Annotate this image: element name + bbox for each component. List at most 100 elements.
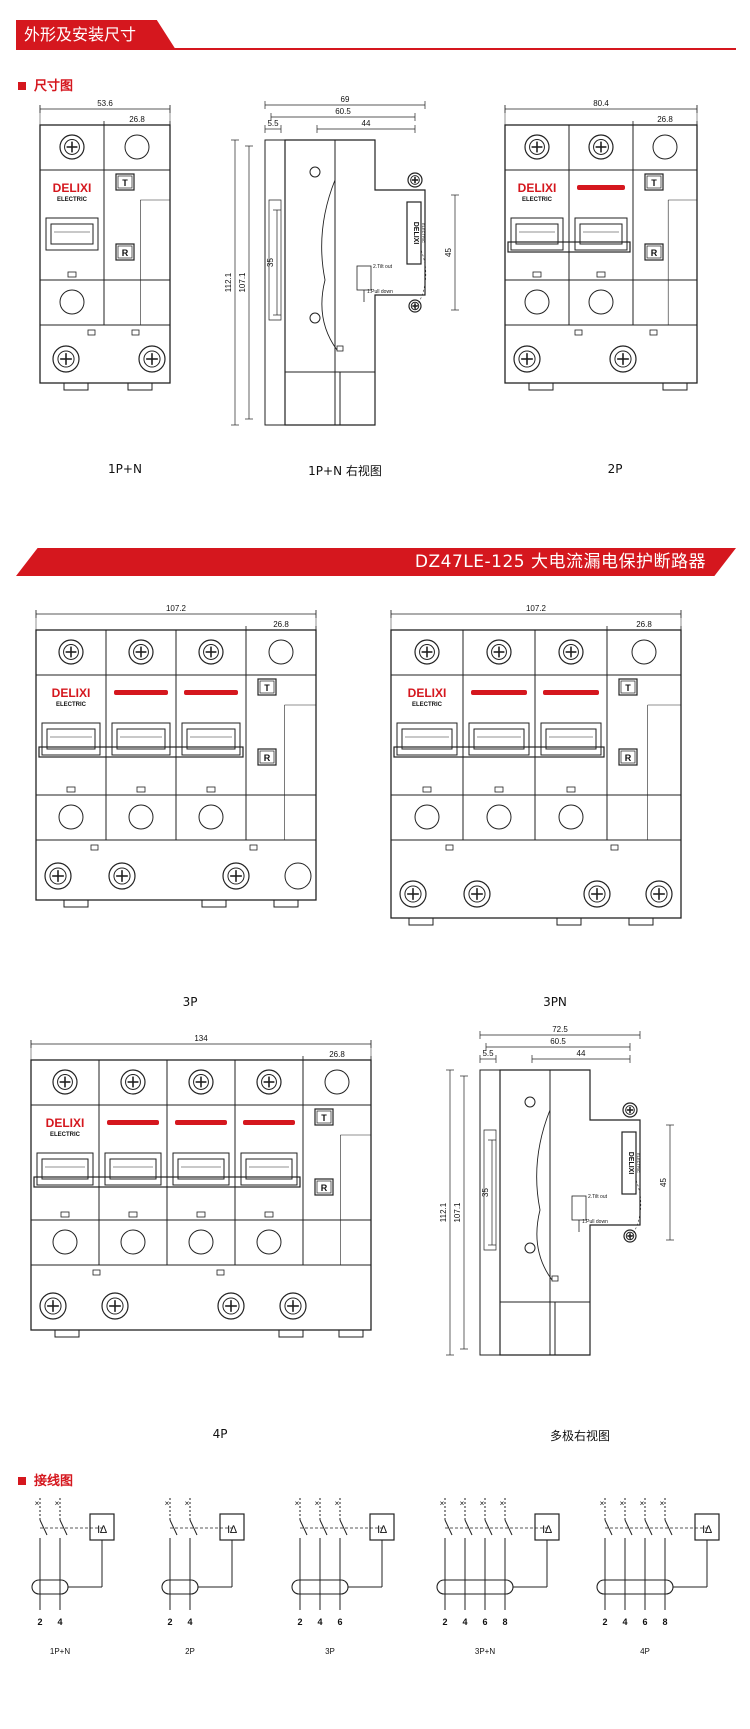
width-dimension-label: 80.4	[593, 99, 609, 108]
breaker-body	[30, 1059, 372, 1331]
body-contour	[536, 1109, 553, 1281]
terminal-number-label: 6	[337, 1617, 342, 1627]
switch-contact-blade	[169, 1519, 178, 1536]
breaker-body	[390, 629, 682, 919]
switch-contact-blade	[624, 1519, 633, 1536]
handle-frame	[181, 722, 241, 756]
red-indicator-bar	[184, 690, 238, 695]
din-rail-slot	[268, 199, 282, 321]
terminal-number-label: 8	[662, 1617, 667, 1627]
terminal-number-label: 4	[317, 1617, 322, 1627]
reset-button-label: R	[321, 1183, 328, 1193]
terminal-screw-icon	[284, 1297, 302, 1315]
side-brand-plate	[406, 201, 422, 265]
red-indicator-bar	[471, 690, 527, 695]
indicator-hole	[128, 804, 154, 830]
indicator-hole	[414, 804, 440, 830]
test-button	[620, 680, 636, 694]
marker-square	[90, 844, 99, 851]
caption-3p: 3P	[182, 995, 198, 1009]
test-button	[618, 678, 638, 696]
product-banner-text: DZ47LE-125 大电流漏电保护断路器	[414, 552, 706, 572]
handle-grip	[177, 1158, 225, 1180]
terminal-screw-icon	[261, 1074, 277, 1090]
marker-square	[264, 1211, 274, 1218]
test-button-label: T	[321, 1113, 327, 1123]
handle-frame	[36, 1152, 94, 1186]
terminal-number-label: 4	[57, 1617, 62, 1627]
reset-button	[644, 243, 664, 261]
indicator-hole	[524, 1096, 536, 1108]
test-button-label: T	[264, 683, 270, 693]
din-rail-clip	[556, 918, 582, 926]
marker-square	[336, 345, 344, 352]
test-button	[646, 175, 662, 189]
breaker-side-body	[499, 1069, 641, 1356]
caption-3pn: 3PN	[543, 995, 567, 1009]
terminal-screw-icon	[563, 644, 579, 660]
handle-grip	[50, 223, 94, 245]
brand-sub-text: ELECTRIC	[57, 197, 88, 203]
terminal-number-label: 8	[502, 1617, 507, 1627]
reset-button	[259, 750, 275, 764]
terminal-screw-icon	[625, 1105, 635, 1115]
height-1071-dimension-label: 107.1	[453, 1202, 462, 1223]
reset-button	[117, 245, 133, 259]
handle-grip	[545, 728, 597, 750]
terminal-screw-icon	[64, 139, 80, 155]
contact-cross-icon: ×	[660, 1499, 665, 1508]
terminal-screw-icon	[529, 139, 545, 155]
red-indicator-bar	[577, 185, 625, 190]
width-dimension-label: 134	[194, 1034, 208, 1043]
din-rail-clip	[54, 1330, 80, 1338]
handle-frame	[468, 722, 530, 756]
module-width-dimension-label: 26.8	[636, 620, 652, 629]
switch-contact-blade	[444, 1519, 453, 1536]
terminal-number-label: 2	[297, 1617, 302, 1627]
terminal-screw-icon	[491, 644, 507, 660]
section-header-title: 外形及安装尺寸	[24, 25, 137, 44]
caption-1pn: 1P+N	[108, 462, 142, 476]
terminal-number-label: 2	[602, 1617, 607, 1627]
breaker-body	[39, 124, 171, 384]
handle-grip	[109, 1158, 157, 1180]
brand-sub-text: ELECTRIC	[412, 702, 443, 708]
indicator-hole	[59, 289, 85, 315]
terminal-screw-icon	[44, 1297, 62, 1315]
total-depth-dimension-label: 69	[341, 95, 350, 104]
width-dimension-label: 53.6	[97, 99, 113, 108]
wiring-diagram-1pn: ×2×4I∆1P+N	[31, 1498, 115, 1656]
side-brand-sub-text: ELECTRIC	[421, 223, 426, 243]
terminal-screw-icon	[203, 644, 219, 660]
terminal-number-label: 4	[462, 1617, 467, 1627]
switch-contact-blade	[464, 1519, 473, 1536]
contact-cross-icon: ×	[620, 1499, 625, 1508]
handle-frame	[41, 722, 101, 756]
depth-55-dimension-label: 5.5	[482, 1049, 494, 1058]
din-rail-clip	[408, 918, 434, 926]
current-transformer-ring	[596, 1579, 674, 1595]
marker-square	[128, 1211, 138, 1218]
wiring-subheading: 接线图	[18, 1470, 73, 1489]
breaker-side-body	[284, 139, 426, 426]
reset-button	[646, 245, 662, 259]
contact-cross-icon: ×	[315, 1499, 320, 1508]
brand-sub-text: ELECTRIC	[522, 197, 553, 203]
rcd-relay-symbol: I∆	[227, 1524, 237, 1536]
switch-contact-blade	[319, 1519, 328, 1536]
marker-square	[60, 1211, 70, 1218]
switch-contact-blade	[604, 1519, 613, 1536]
test-button-label: T	[651, 178, 657, 188]
handle-frame	[510, 217, 564, 251]
din-rail-clip	[528, 383, 554, 391]
wiring-caption: 2P	[185, 1647, 195, 1656]
din-rail-slot	[483, 1129, 497, 1251]
switch-contact-blade	[39, 1519, 48, 1536]
product-banner: DZ47LE-125 大电流漏电保护断路器	[16, 548, 736, 576]
rcd-relay-symbol: I∆	[702, 1524, 712, 1536]
marker-square	[206, 786, 216, 793]
red-indicator-bar	[543, 690, 599, 695]
rotation-arc	[414, 249, 427, 311]
terminal-number-label: 4	[622, 1617, 627, 1627]
